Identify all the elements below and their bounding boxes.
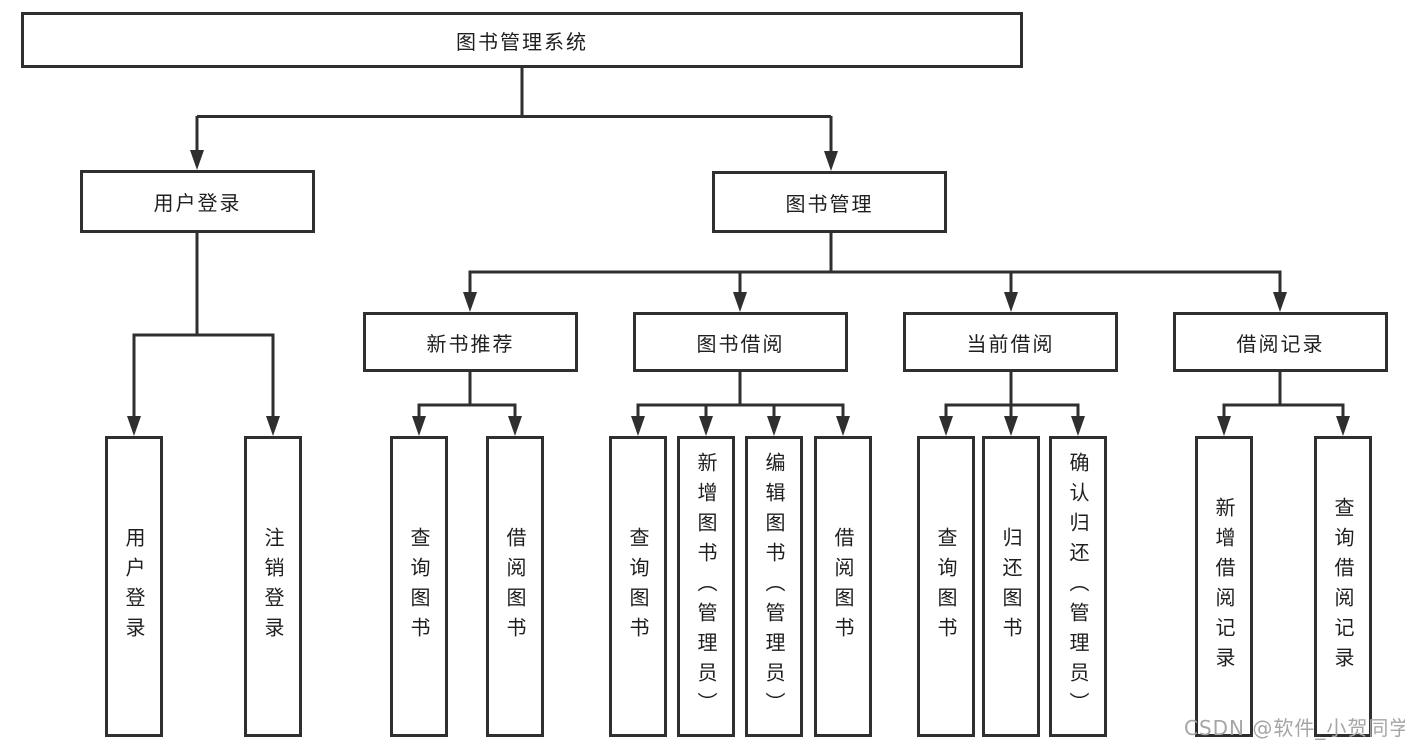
leaf-bb-edit-books-admin: 编辑图书（管理员）: [745, 436, 803, 737]
watermark: CSDN @软件_小贺同学: [1184, 716, 1405, 740]
leaf-bb-borrow-books: 借阅图书: [814, 436, 872, 737]
leaf-cb-confirm-return-admin: 确认归还（管理员）: [1049, 436, 1107, 737]
leaf-user-login: 用户登录: [105, 436, 163, 737]
connector-current-borrowing-to-leaves: [939, 372, 1085, 436]
node-user-login: 用户登录: [80, 170, 315, 233]
node-borrowing-records: 借阅记录: [1173, 312, 1388, 372]
connector-root-to-level2: [190, 68, 838, 171]
leaf-logout: 注销登录: [244, 436, 302, 737]
leaf-bb-add-books-admin: 新增图书（管理员）: [677, 436, 735, 737]
leaf-br-search-borrow-record: 查询借阅记录: [1314, 436, 1372, 737]
node-root-system: 图书管理系统: [21, 12, 1023, 68]
leaf-cb-search-books: 查询图书: [917, 436, 975, 737]
connector-borrowing-records-to-leaves: [1217, 372, 1350, 436]
leaf-bb-search-books: 查询图书: [609, 436, 667, 737]
node-book-borrowing: 图书借阅: [633, 312, 848, 372]
leaf-br-add-borrow-record: 新增借阅记录: [1195, 436, 1253, 737]
connector-user-login-to-leaves: [127, 233, 280, 436]
leaf-nbr-search-books: 查询图书: [390, 436, 448, 737]
node-current-borrowing: 当前借阅: [903, 312, 1118, 372]
connector-book-management-to-sections: [463, 233, 1287, 312]
node-new-book-recommend: 新书推荐: [363, 312, 578, 372]
node-book-management: 图书管理: [712, 171, 947, 233]
leaf-nbr-borrow-books: 借阅图书: [486, 436, 544, 737]
connector-book-borrowing-to-leaves: [631, 372, 850, 436]
connector-new-book-recommend-to-leaves: [412, 372, 522, 436]
leaf-cb-return-books: 归还图书: [982, 436, 1040, 737]
